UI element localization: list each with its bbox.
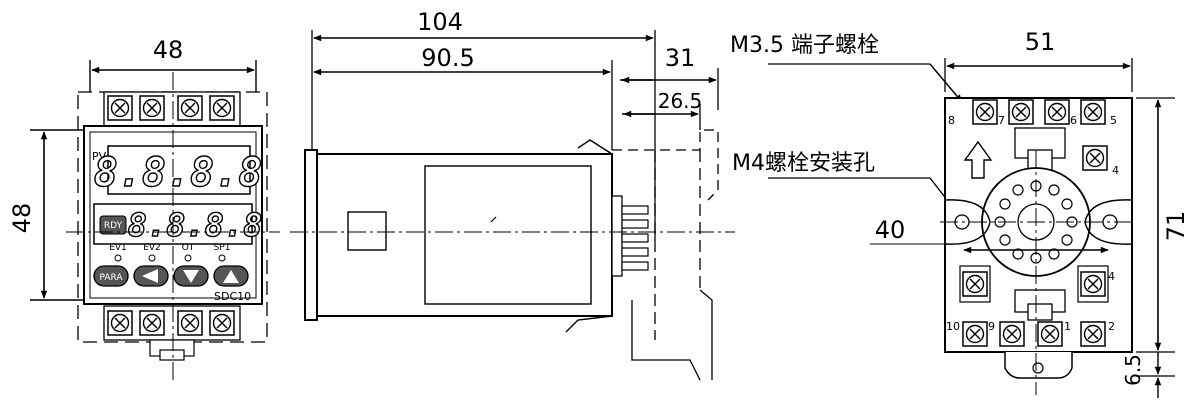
screw-icon — [139, 310, 165, 336]
front-width-dim: 48 — [153, 36, 184, 64]
led-ot — [184, 254, 192, 262]
led-ev2 — [148, 254, 156, 262]
orientation-arrow-icon — [963, 140, 993, 179]
overall-length-dim: 104 — [417, 8, 463, 36]
rdy-key[interactable] — [99, 215, 127, 235]
arrow-left-icon — [142, 269, 158, 283]
terminal-6: 6 — [1070, 114, 1077, 127]
terminal-4-upper: 4 — [1112, 164, 1119, 177]
screw-icon — [962, 271, 988, 297]
screw-icon — [107, 310, 133, 336]
screw-icon — [1080, 271, 1106, 297]
screw-icon — [177, 310, 203, 336]
side-view: 104 90.5 31 26.5 — [290, 8, 735, 381]
foot-height-dim: 6.5 — [1121, 354, 1145, 386]
socket-width-dim: 51 — [1025, 28, 1056, 56]
screw-icon — [1037, 321, 1063, 347]
hole-pitch-dim: 40 — [875, 216, 906, 244]
socket-view: M3.5 端子螺栓 M4螺栓安装孔 51 71 6.5 8 7 6 5 — [730, 28, 1190, 398]
screw-icon — [209, 95, 235, 121]
sv-display: 8.8.8.8 — [128, 206, 263, 244]
led-label-ev1: EV1 — [109, 243, 127, 253]
arrow-up-icon — [223, 270, 239, 283]
pv-label: PV — [92, 150, 107, 163]
terminal-1: 1 — [1064, 320, 1071, 333]
led-label-ot: OT — [182, 243, 195, 253]
screw-icon — [999, 321, 1025, 347]
terminal-9: 9 — [988, 320, 995, 333]
model-label: SDC10 — [214, 290, 251, 303]
terminal-5: 5 — [1110, 114, 1117, 127]
screw-icon — [1082, 145, 1108, 171]
front-height-dim: 48 — [8, 203, 36, 234]
screw-icon — [209, 310, 235, 336]
screw-icon — [107, 95, 133, 121]
screw-icon — [1044, 99, 1070, 125]
screw-icon — [177, 95, 203, 121]
mount-hole-callout: M4螺栓安装孔 — [732, 151, 875, 176]
socket-depth-dim: 31 — [665, 44, 696, 72]
led-label-sp1: SP1 — [214, 243, 231, 253]
terminal-4-lower: 4 — [1108, 270, 1115, 283]
pv-display: 8.8.8.8 — [94, 150, 263, 196]
socket-inner-dim: 26.5 — [658, 89, 703, 113]
screw-icon — [972, 99, 998, 125]
para-key[interactable] — [93, 265, 129, 287]
led-sp1 — [218, 254, 226, 262]
screw-icon — [1080, 321, 1106, 347]
terminal-8: 8 — [948, 114, 955, 127]
led-ev1 — [114, 254, 122, 262]
terminal-2: 2 — [1108, 320, 1115, 333]
screw-icon — [139, 95, 165, 121]
screw-icon — [1080, 99, 1106, 125]
front-view: 48 48 PV 8.8.8.8 RDY 8.8.8.8 EV1 EV2 — [8, 36, 280, 380]
screw-icon — [1008, 99, 1034, 125]
terminal-7: 7 — [998, 114, 1005, 127]
terminal-screw-callout: M3.5 端子螺栓 — [730, 33, 879, 58]
socket-height-dim: 71 — [1162, 211, 1190, 242]
arrow-down-icon — [183, 270, 199, 283]
led-label-ev2: EV2 — [143, 243, 161, 253]
screw-icon — [962, 321, 988, 347]
para-key-label: PARA — [99, 273, 123, 283]
body-length-dim: 90.5 — [421, 44, 474, 72]
rdy-key-label: RDY — [104, 221, 123, 231]
terminal-10: 10 — [946, 320, 960, 333]
